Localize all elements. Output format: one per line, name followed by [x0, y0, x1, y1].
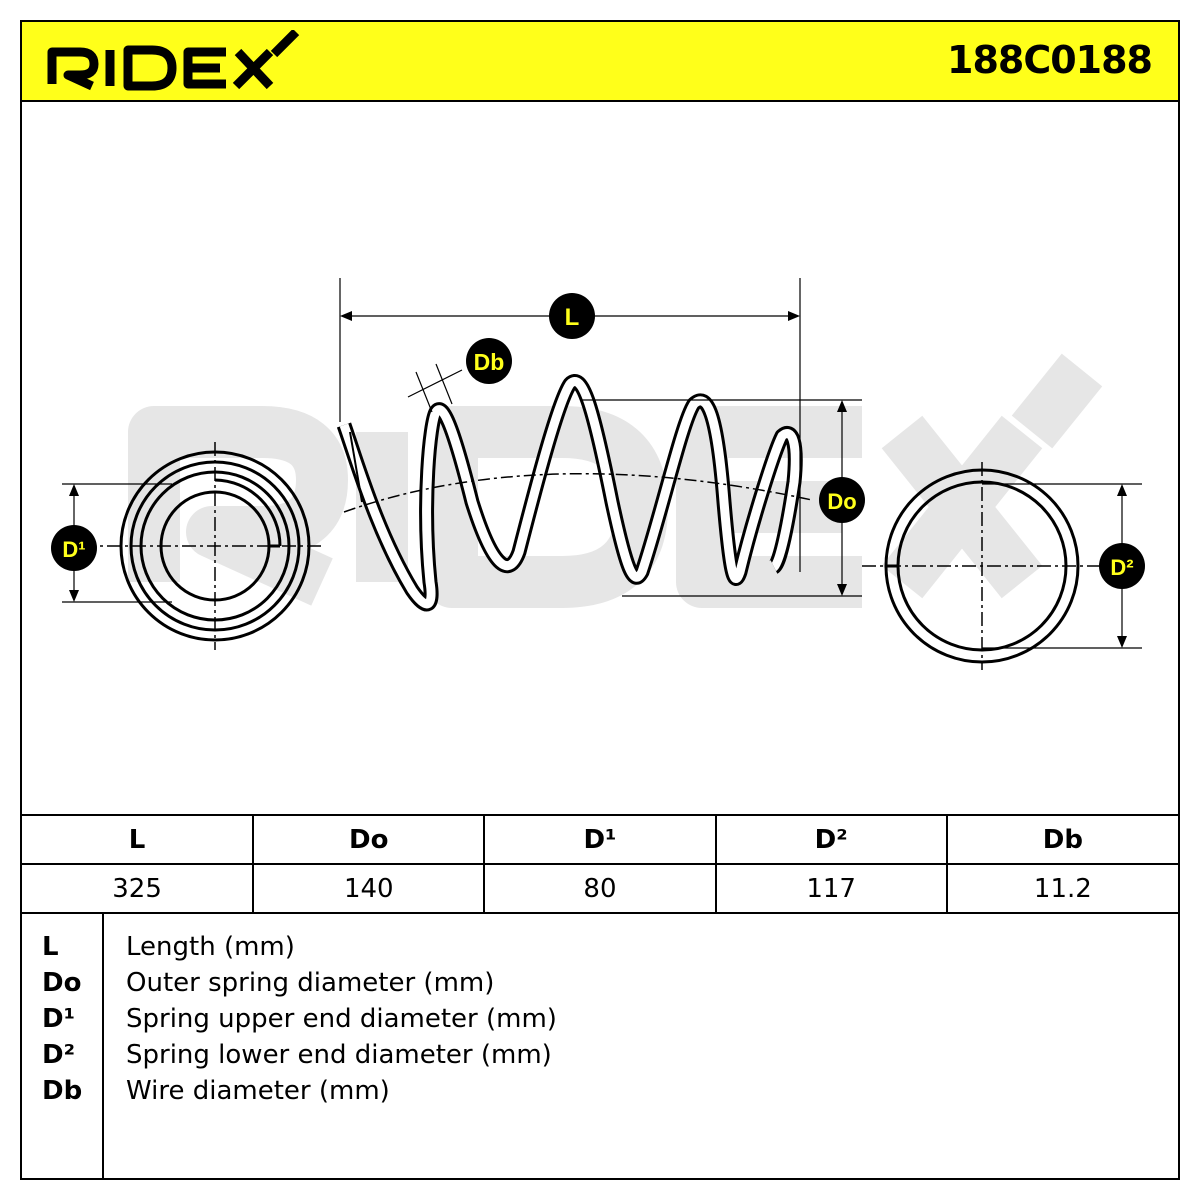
- spec-value-row: 325 140 80 117 11.2: [22, 863, 1178, 912]
- ridex-logo: [47, 30, 300, 91]
- header-bar: 188C0188: [22, 22, 1178, 102]
- svg-text:Do: Do: [827, 489, 856, 514]
- svg-text:D²: D²: [1110, 555, 1133, 580]
- legend-item: Db Wire diameter (mm): [22, 1076, 1178, 1112]
- legend-key: D²: [42, 1040, 75, 1070]
- part-number: 188C0188: [947, 38, 1153, 82]
- legend-divider: [102, 914, 104, 1180]
- legend-text: Spring upper end diameter (mm): [126, 1004, 557, 1034]
- value-cell: 140: [252, 863, 485, 912]
- header-cell: Do: [252, 814, 485, 864]
- value-cell: 11.2: [945, 863, 1178, 912]
- upper-end-view: [62, 442, 322, 650]
- badge-L: L: [549, 293, 595, 339]
- legend-key: Db: [42, 1076, 83, 1106]
- datasheet: 188C0188: [20, 20, 1180, 1180]
- legend-key: Do: [42, 968, 82, 998]
- legend-item: L Length (mm): [22, 932, 1178, 968]
- badge-D1: D¹: [51, 525, 97, 571]
- legend: L Length (mm) Do Outer spring diameter (…: [22, 912, 1178, 1180]
- spec-table: L Do D¹ D² Db 325 140 80 117 11.2: [22, 814, 1178, 912]
- header-cell: L: [22, 814, 254, 864]
- legend-item: Do Outer spring diameter (mm): [22, 968, 1178, 1004]
- legend-key: L: [42, 932, 59, 962]
- spec-header-row: L Do D¹ D² Db: [22, 814, 1178, 864]
- legend-text: Outer spring diameter (mm): [126, 968, 495, 998]
- header-cell: Db: [945, 814, 1178, 864]
- svg-text:L: L: [565, 304, 580, 331]
- svg-text:Db: Db: [474, 349, 505, 375]
- legend-item: D² Spring lower end diameter (mm): [22, 1040, 1178, 1076]
- value-cell: 117: [714, 863, 947, 912]
- value-cell: 325: [22, 863, 254, 912]
- badge-Do: Do: [819, 477, 865, 523]
- header-cell: D¹: [483, 814, 716, 864]
- legend-key: D¹: [42, 1004, 75, 1034]
- legend-text: Wire diameter (mm): [126, 1076, 390, 1106]
- badge-D2: D²: [1099, 543, 1145, 589]
- badge-Db: Db: [466, 338, 512, 384]
- value-cell: 80: [483, 863, 716, 912]
- svg-text:D¹: D¹: [62, 537, 85, 562]
- spring-side-view: [336, 278, 862, 612]
- legend-item: D¹ Spring upper end diameter (mm): [22, 1004, 1178, 1040]
- header-cell: D²: [714, 814, 947, 864]
- legend-text: Length (mm): [126, 932, 295, 962]
- legend-text: Spring lower end diameter (mm): [126, 1040, 552, 1070]
- spring-drawing: L Db Do D¹ D²: [51, 278, 1145, 670]
